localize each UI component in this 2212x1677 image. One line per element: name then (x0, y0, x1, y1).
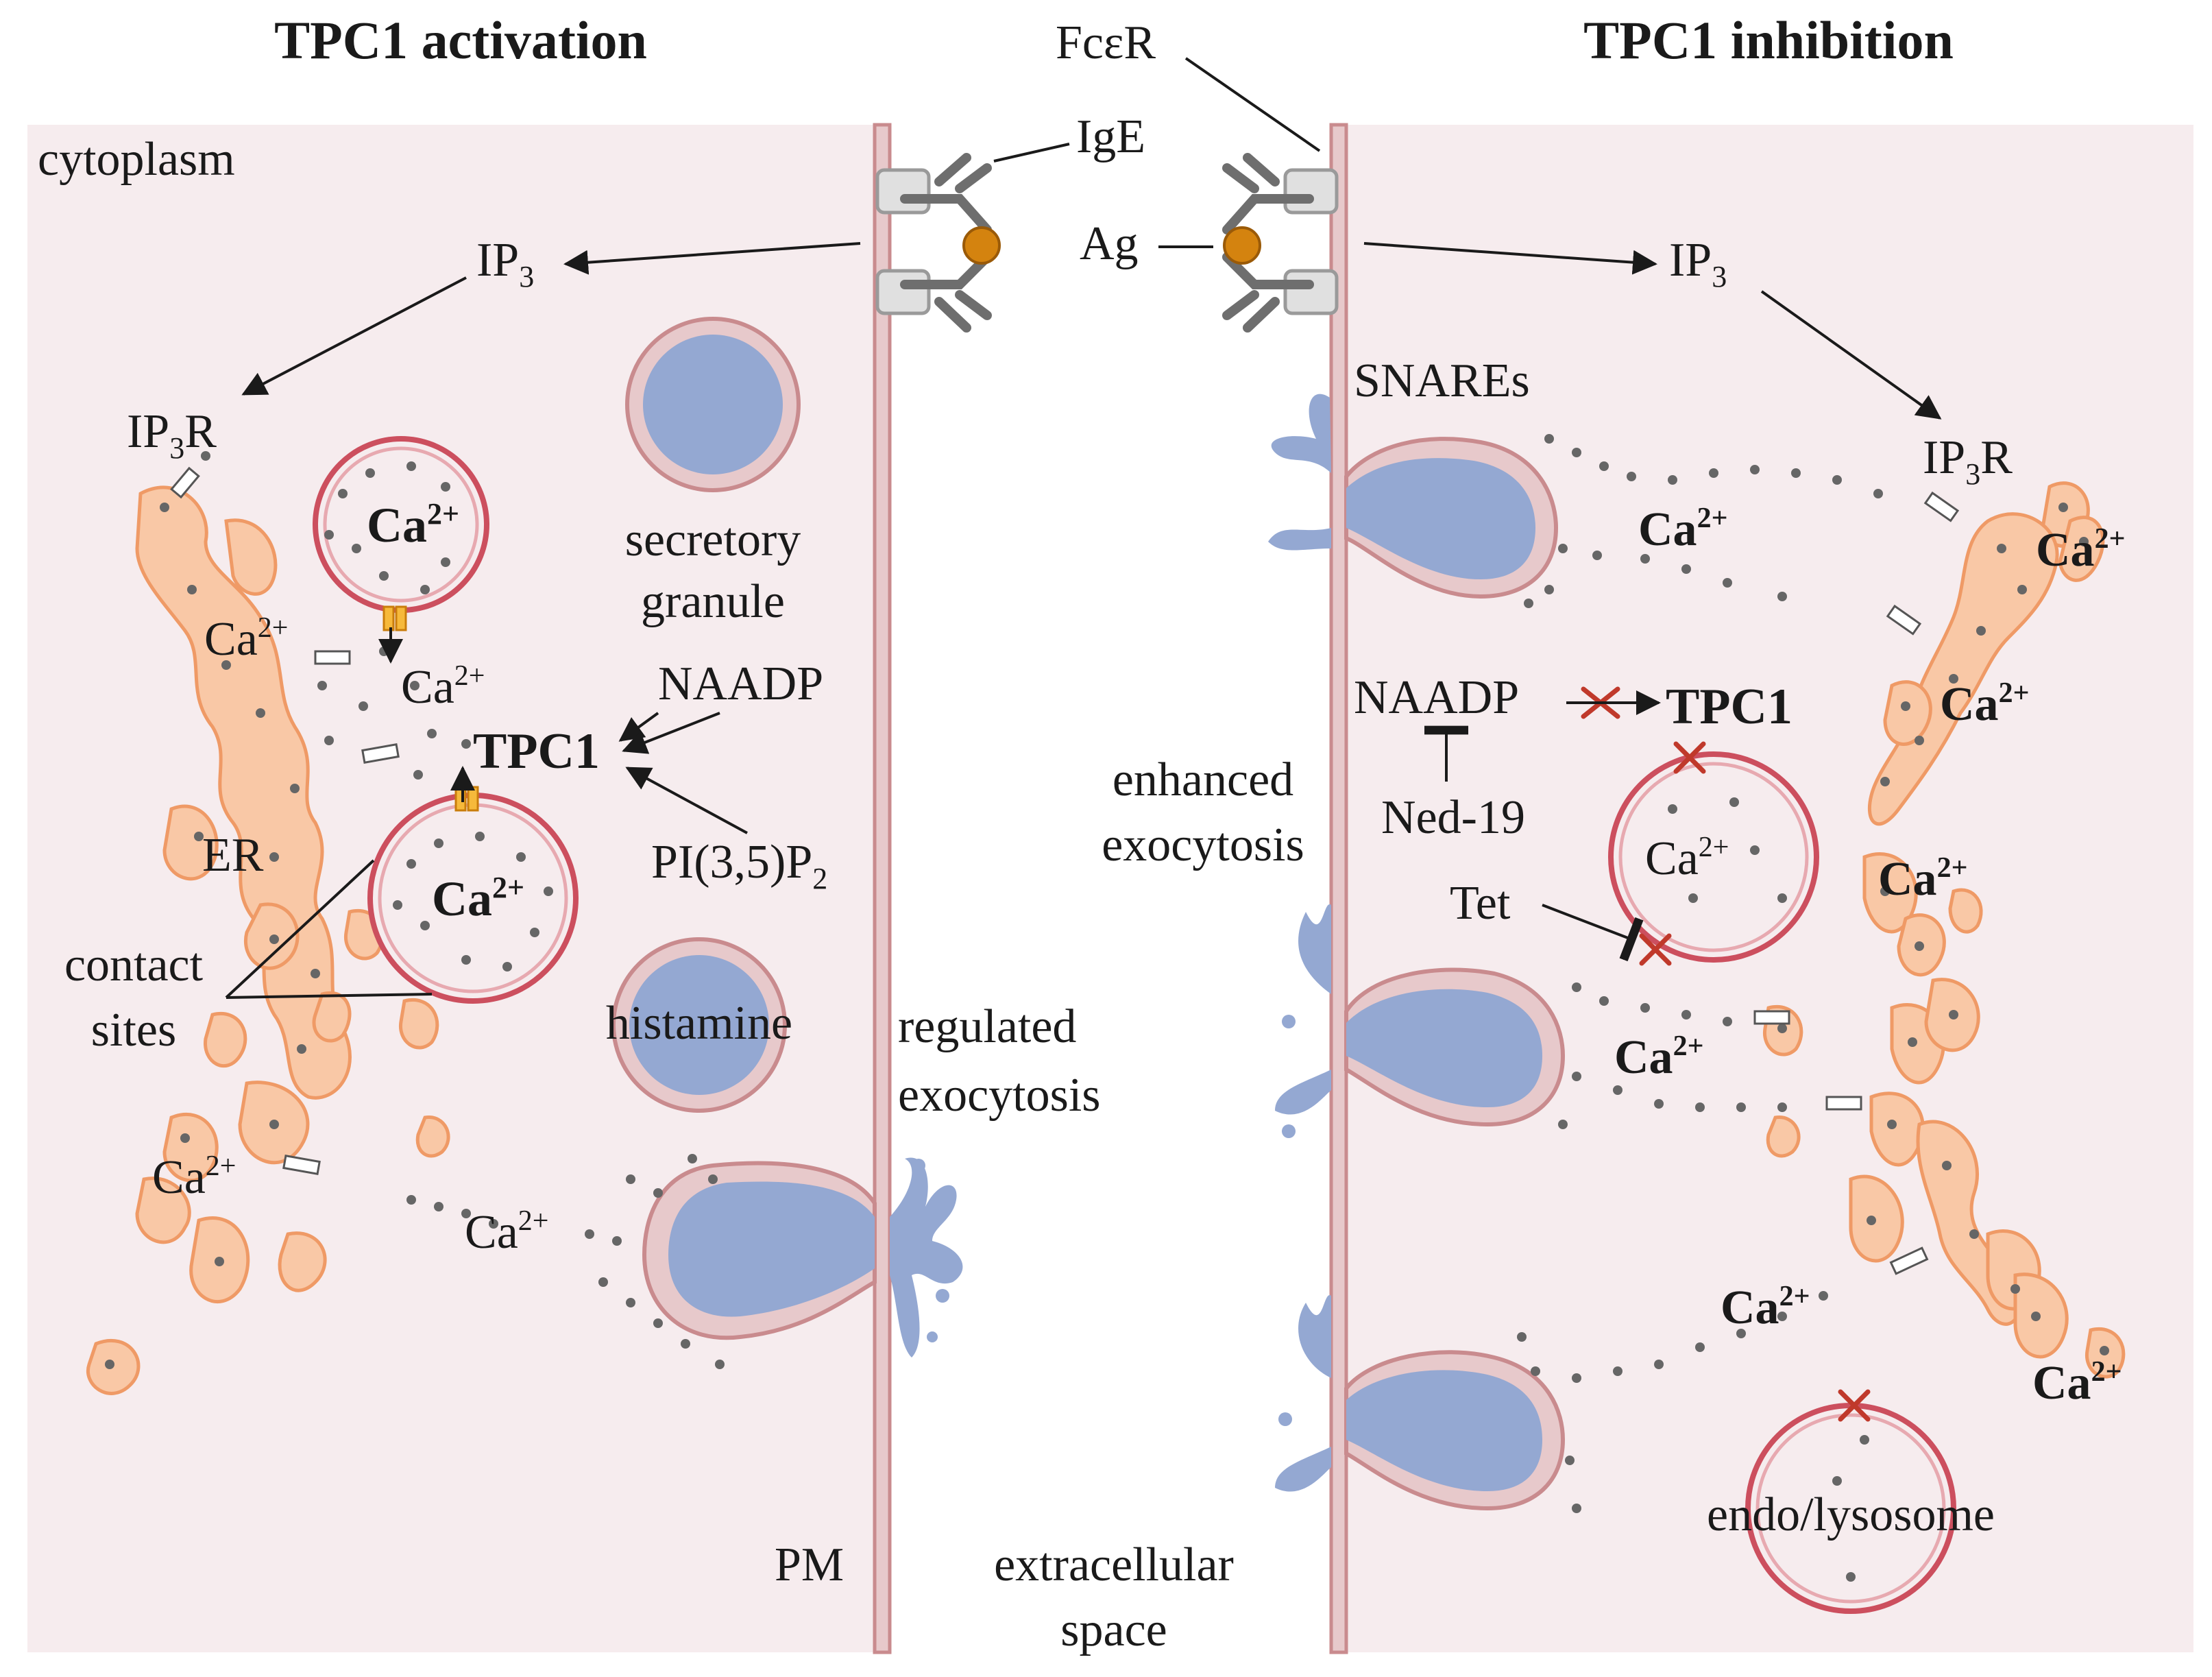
enhanced-exocytosis-label-1: enhanced (1113, 753, 1293, 806)
ip3-to-ip3r-arrow (241, 276, 467, 396)
antigen-icon (1223, 226, 1261, 265)
left-pi35p2-label: PI(3,5)P2 (651, 836, 827, 895)
ca-label: Ca2+ (1645, 832, 1729, 885)
histamine-granule (611, 937, 787, 1113)
right-plasma-membrane (1329, 123, 1348, 1654)
left-exocytosis-granule (642, 1157, 963, 1358)
ip3-to-right-ip3r-arrow (1760, 290, 1942, 420)
snares-label: SNAREs (1354, 354, 1530, 407)
right-ip3r-label: IP3R (1923, 431, 2013, 491)
right-exocytosis-granule-top (1268, 394, 1559, 599)
ca-label: Ca2+ (432, 871, 524, 926)
ca-label: Ca2+ (1878, 852, 1968, 906)
left-receptor-complex (875, 153, 1001, 333)
left-plasma-membrane (873, 123, 892, 1654)
enhanced-exocytosis-label-2: exocytosis (1102, 819, 1304, 871)
contact-site-pointer (226, 993, 433, 999)
left-ip3-label: IP3 (476, 234, 534, 293)
right-er-network (1763, 481, 2126, 1379)
left-naadp-label: NAADP (658, 657, 823, 710)
right-endo-lysosome (1745, 1403, 1956, 1614)
left-ip3r-channel-icons (170, 466, 400, 1175)
inhibition-x-icon (1581, 686, 1871, 1422)
right-tpc1-label: TPC1 (1666, 679, 1792, 735)
left-er-calcium-dots (105, 503, 334, 1369)
regulated-exocytosis-label-2: exocytosis (898, 1069, 1101, 1122)
contact-sites-label-1: contact (64, 939, 204, 991)
right-exocytosis-granule-bottom (1275, 1295, 1566, 1511)
extracellular-label-2: space (1060, 1604, 1167, 1656)
extracellular-label-1: extracellular (994, 1539, 1234, 1591)
naadp-to-tpc1-arrow-line (622, 712, 720, 754)
left-lysosome-lower (367, 786, 579, 1004)
ige-label: IgE (1076, 110, 1145, 163)
contact-sites-label-2: sites (91, 1004, 176, 1057)
ca-label: Ca2+ (2032, 1356, 2122, 1410)
ag-label: Ag (1080, 217, 1139, 270)
ca-label: Ca2+ (1614, 1030, 1704, 1084)
ca-label: Ca2+ (152, 1150, 236, 1204)
right-ip3r-channel-icons (1753, 491, 1960, 1275)
fcer-label: FcεR (1056, 16, 1156, 69)
secretory-granule (625, 317, 801, 492)
ip3-to-left-arrow (563, 242, 861, 275)
left-lysosome-top (313, 436, 489, 631)
ned19-label: Ned-19 (1381, 791, 1525, 844)
left-er-label: ER (202, 829, 264, 882)
right-lysosome-inhibited (1608, 751, 1819, 963)
cytoplasm-label: cytoplasm (38, 133, 235, 186)
left-tpc1-label: TPC1 (473, 723, 600, 780)
left-ip3r-label: IP3R (127, 405, 217, 465)
ca-label: Ca2+ (465, 1205, 548, 1259)
tet-inhibition-line (1542, 904, 1644, 962)
antigen-icon (962, 226, 1001, 265)
ca-label: Ca2+ (2036, 523, 2126, 577)
right-er-calcium-dots (1777, 503, 2109, 1355)
ca-label: Ca2+ (367, 497, 459, 553)
pi35p2-to-tpc1-arrow (625, 767, 748, 834)
ca-label: Ca2+ (1940, 677, 2030, 731)
right-receptor-complex (1222, 153, 1339, 333)
ige-pointer (993, 143, 1070, 162)
ca-label: Ca2+ (204, 612, 288, 666)
tet-label: Tet (1450, 877, 1511, 930)
regulated-exocytosis-label-1: regulated (898, 1000, 1076, 1053)
left-er-network (86, 485, 450, 1395)
ca-label: Ca2+ (1721, 1281, 1810, 1334)
right-exocytosis-granule-middle (1275, 904, 1566, 1138)
histamine-label: histamine (606, 997, 792, 1050)
right-ip3-label: IP3 (1669, 234, 1727, 293)
right-naadp-label: NAADP (1354, 671, 1519, 724)
title-left: TPC1 activation (274, 10, 647, 70)
fcer-pointer (1184, 57, 1321, 152)
secretory-granule-label-2: granule (641, 575, 785, 628)
title-right: TPC1 inhibition (1583, 10, 1954, 70)
ca-label: Ca2+ (1638, 503, 1728, 556)
right-cytosolic-calcium-dots (1517, 434, 1883, 1513)
endo-lysosome-label: endo/lysosome (1707, 1488, 1995, 1541)
ip3-to-right-arrow (1363, 242, 1657, 275)
left-cytosolic-calcium-dots (201, 451, 725, 1369)
secretory-granule-label-1: secretory (625, 514, 801, 566)
pm-label: PM (775, 1539, 844, 1591)
contact-site-pointer (225, 859, 375, 999)
ca-label: Ca2+ (401, 660, 485, 714)
